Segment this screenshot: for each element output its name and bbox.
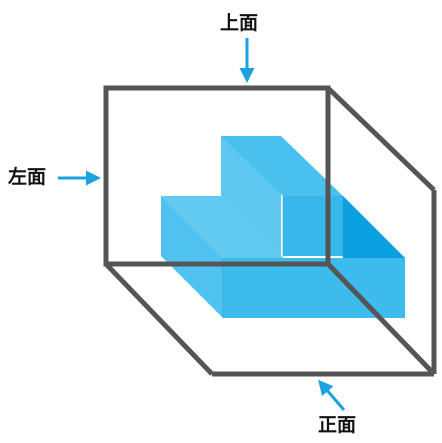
left-view-label: 左面 (8, 166, 47, 188)
low-block-left-face (161, 196, 223, 318)
top-view-label: 上面 (220, 12, 259, 34)
box-top-edge (326, 86, 436, 192)
right-block-side-face (343, 196, 405, 258)
front-view-arrow (318, 379, 346, 411)
upper-block-front-face (283, 196, 343, 256)
box-inner-diagonal (326, 262, 436, 376)
stepped-block (161, 136, 405, 318)
upper-block-top-face (221, 136, 343, 196)
box-bottom-diagonal-left (104, 262, 214, 376)
front-view-label: 正面 (318, 414, 357, 436)
low-block-top-face (161, 196, 283, 258)
base-front-face (223, 258, 405, 318)
view-arrows (58, 38, 346, 411)
projection-box-front (106, 88, 437, 376)
